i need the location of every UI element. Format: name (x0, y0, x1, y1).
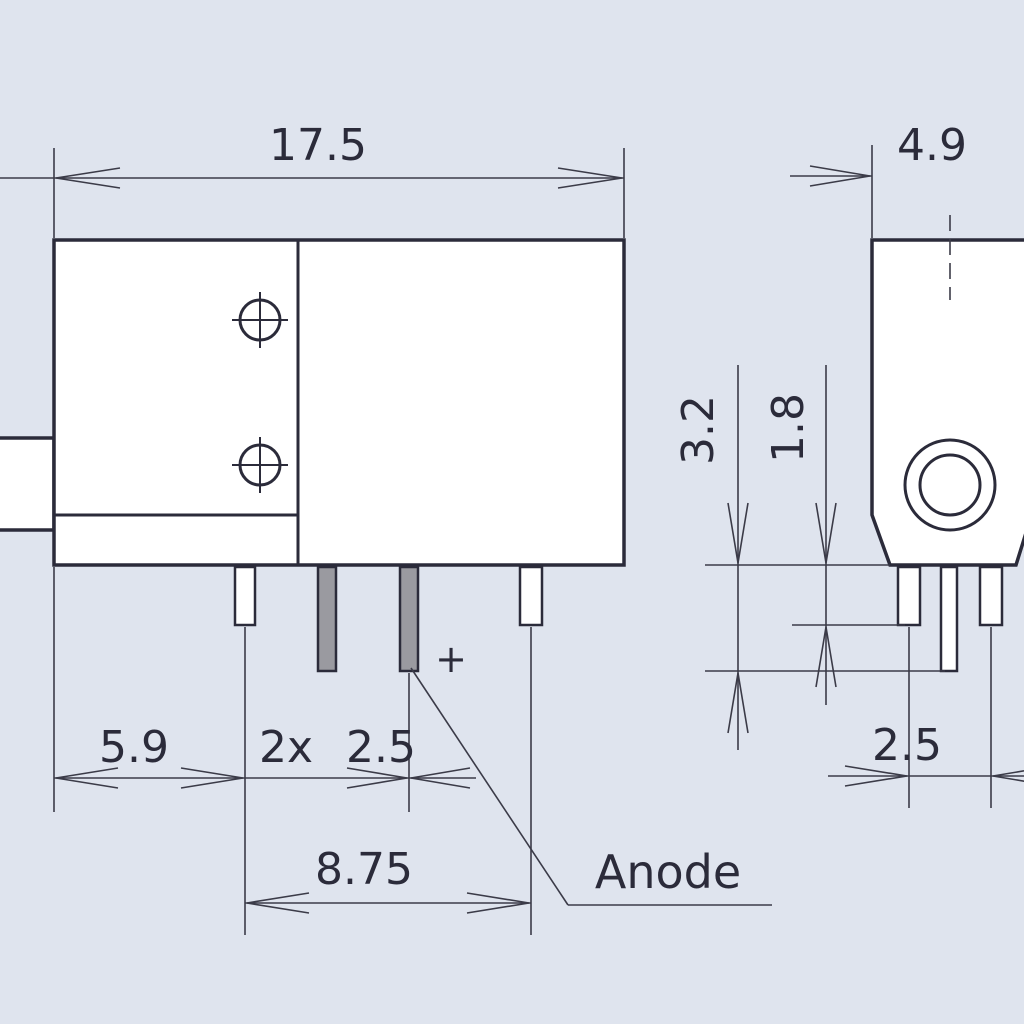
label-4-9: 4.9 (897, 120, 967, 171)
side-lens-outer (903, 438, 997, 532)
dim-heights (705, 365, 945, 750)
label-side-2-5: 2.5 (872, 720, 942, 771)
pin-3-anode (398, 565, 420, 673)
label-17-5: 17.5 (269, 120, 367, 171)
side-pin-center (939, 565, 959, 673)
side-pin-right (978, 565, 1004, 627)
dim-side-width (790, 145, 873, 238)
pin-1 (233, 565, 257, 627)
front-body (52, 238, 626, 567)
anode-leader (410, 667, 772, 906)
label-2-5: 2.5 (346, 722, 416, 773)
front-stub (0, 436, 56, 532)
pin-2 (316, 565, 338, 673)
front-view (0, 238, 626, 673)
side-body (870, 238, 1024, 567)
mounting-hole-top (232, 292, 288, 348)
side-view (870, 215, 1024, 673)
mounting-hole-bottom (232, 437, 288, 493)
anode-label: Anode (595, 845, 741, 899)
label-2x: 2x (259, 722, 313, 773)
dim-bottom-lines (53, 567, 532, 935)
label-1-8: 1.8 (763, 393, 814, 463)
label-5-9: 5.9 (99, 722, 169, 773)
plus-sign: + (435, 637, 467, 681)
dim-side-pitch (828, 627, 1024, 808)
side-pin-left (896, 565, 922, 627)
pin-4 (518, 565, 544, 627)
label-3-2: 3.2 (673, 395, 724, 465)
dim-overall-length (0, 148, 625, 238)
label-8-75: 8.75 (315, 844, 413, 895)
side-lens-inner (918, 453, 982, 517)
